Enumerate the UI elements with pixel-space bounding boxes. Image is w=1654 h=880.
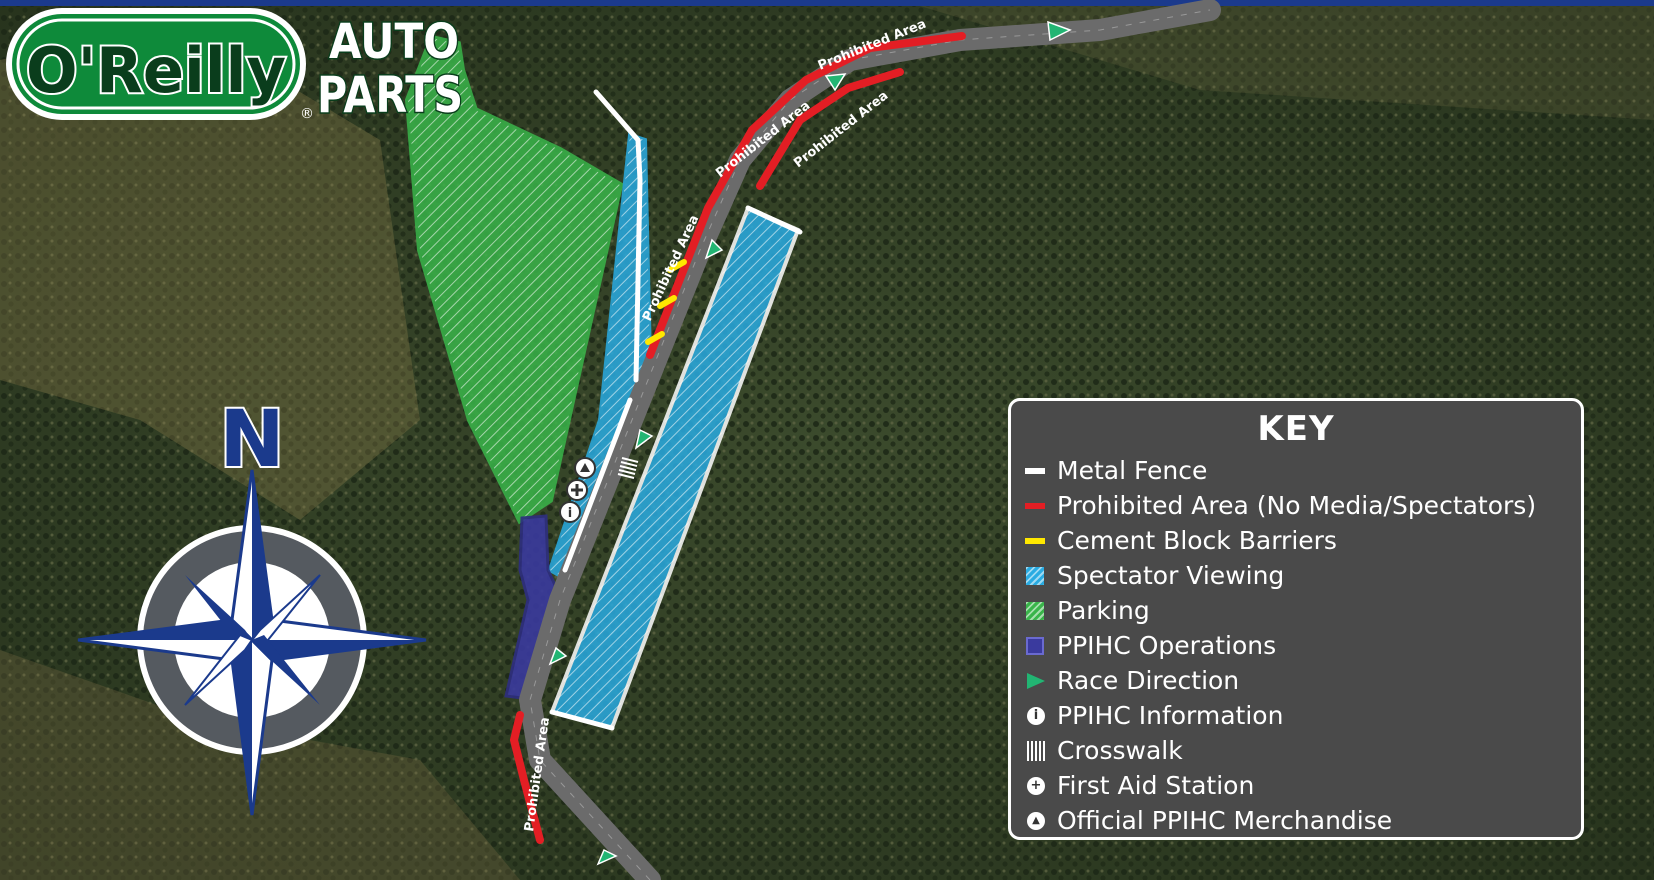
key-item-prohibited-area: Prohibited Area (No Media/Spectators) [1025, 488, 1581, 523]
prohibited-line-north-outer [646, 32, 966, 359]
road-centerline [529, 9, 1211, 880]
info-icon: i [1025, 705, 1047, 727]
poi-info-icon[interactable]: i [559, 501, 581, 523]
parking-hatch [408, 38, 620, 520]
poi-first-aid-icon[interactable] [566, 479, 588, 501]
key-item-label: Crosswalk [1057, 736, 1183, 765]
svg-text:i: i [568, 506, 572, 521]
fence-line-icon [1025, 460, 1047, 482]
compass-north-letter: N [219, 395, 284, 485]
key-item-label: PPIHC Operations [1057, 631, 1277, 660]
cement-line-icon [1025, 530, 1047, 552]
logo-parts-text: PARTS [317, 66, 463, 124]
dry-slope-left [0, 20, 420, 520]
key-item-spectator-viewing: Spectator Viewing [1025, 558, 1581, 593]
key-item-label: PPIHC Information [1057, 701, 1284, 730]
key-item-race-direction: Race Direction [1025, 663, 1581, 698]
key-item-parking: Parking [1025, 593, 1581, 628]
key-item-label: Cement Block Barriers [1057, 526, 1337, 555]
race-direction-arrow-icon [1025, 670, 1047, 692]
spectator-hatch-west [550, 135, 650, 580]
key-item-crosswalk: Crosswalk [1025, 733, 1581, 768]
key-item-label: Prohibited Area (No Media/Spectators) [1057, 491, 1537, 520]
logo-brand-text: O'Reilly [26, 34, 286, 107]
race-arrow [634, 428, 654, 450]
key-item-label: Spectator Viewing [1057, 561, 1285, 590]
logo-registered-mark: ® [300, 106, 314, 122]
race-direction-arrows [548, 20, 1072, 866]
prohibited-line-north-inner [756, 68, 904, 190]
key-list: Metal Fence Prohibited Area (No Media/Sp… [1011, 453, 1581, 838]
race-arrow [596, 848, 618, 866]
metal-fence [549, 89, 803, 731]
race-arrow [1047, 20, 1072, 42]
key-item-metal-fence: Metal Fence [1025, 453, 1581, 488]
prohibited-line-south [509, 711, 544, 844]
poi-merchandise-icon[interactable] [574, 457, 596, 479]
header-bar [0, 0, 1654, 6]
map-key: KEY Metal Fence Prohibited Area (No Medi… [1008, 398, 1584, 840]
operations-box-icon [1025, 635, 1047, 657]
parking-box-icon [1025, 600, 1047, 622]
key-item-label: First Aid Station [1057, 771, 1255, 800]
cement-barriers [645, 259, 687, 345]
race-arrow [548, 646, 568, 666]
key-item-label: Official PPIHC Merchandise [1057, 806, 1393, 835]
spectator-hatch-east [552, 208, 798, 728]
key-item-merchandise: ▲ Official PPIHC Merchandise [1025, 803, 1581, 838]
key-item-operations: PPIHC Operations [1025, 628, 1581, 663]
compass-rose [77, 469, 427, 816]
key-item-cement-barriers: Cement Block Barriers [1025, 523, 1581, 558]
race-arrow [824, 73, 847, 92]
key-item-first-aid: + First Aid Station [1025, 768, 1581, 803]
key-item-information: i PPIHC Information [1025, 698, 1581, 733]
prohibited-line-icon [1025, 495, 1047, 517]
first-aid-icon: + [1025, 775, 1047, 797]
key-item-label: Metal Fence [1057, 456, 1208, 485]
oreilly-logo: O'Reilly ® AUTO PARTS [6, 8, 464, 126]
race-arrow [704, 238, 724, 260]
dry-slope-bottom [0, 650, 520, 880]
merchandise-icon: ▲ [1025, 810, 1047, 832]
key-item-label: Race Direction [1057, 666, 1240, 695]
key-title: KEY [1257, 409, 1335, 449]
logo-auto-text: AUTO [329, 14, 459, 70]
key-item-label: Parking [1057, 596, 1150, 625]
crosswalk [617, 457, 639, 479]
spectator-box-icon [1025, 565, 1047, 587]
crosswalk-icon [1025, 740, 1047, 762]
